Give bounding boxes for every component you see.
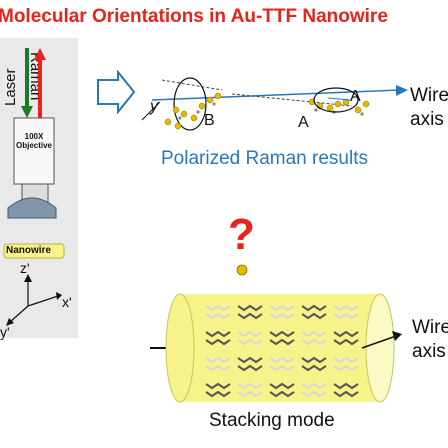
laser-arrow-icon [21, 106, 33, 118]
stacked-molecule [301, 330, 327, 346]
label-ay: A [350, 88, 361, 105]
stacked-molecule [269, 304, 295, 320]
stacked-molecule [237, 356, 263, 372]
stacked-molecule [269, 330, 295, 346]
axis-x-label: x' [62, 294, 72, 310]
stacked-molecule [333, 304, 359, 320]
stacked-molecule [269, 356, 295, 372]
question-mark: ? [228, 210, 255, 259]
nanowire-stacking-drawing [150, 293, 402, 403]
diagram-title: Molecular Orientations in Au-TTF Nanowir… [0, 6, 388, 27]
nanowire-right-cap [365, 293, 395, 403]
results-label: Polarized Raman results [161, 148, 368, 169]
stacked-molecule [333, 382, 359, 398]
axis-z-label: z' [20, 260, 30, 276]
molecule-b-ring [173, 77, 207, 131]
x-axis-arrow-icon [56, 292, 62, 300]
y-axis-arrow-icon [6, 318, 14, 326]
stacked-molecule [301, 356, 327, 372]
setup-optics-drawing [3, 48, 65, 326]
axis-y-label: y' [0, 324, 10, 340]
objective-body [13, 117, 55, 185]
stacked-molecule [333, 356, 359, 372]
question-dot-icon [236, 264, 248, 276]
molecule-a-ring [313, 87, 359, 113]
stacking-mode-caption: Stacking mode [209, 410, 335, 431]
stacked-molecule [205, 382, 231, 398]
label-a: A [298, 114, 309, 131]
wire-axis-label-bottom: Wire axis [412, 317, 448, 362]
wire-axis-right-line [361, 335, 397, 349]
sample-stage [7, 197, 57, 219]
stacked-molecule [205, 356, 231, 372]
stacked-molecule [269, 382, 295, 398]
stacked-molecule [237, 382, 263, 398]
wire-axis-label-top: Wire axis [410, 85, 448, 130]
nanowire-bar [3, 243, 65, 259]
nanowire-label: Nanowire [6, 245, 52, 256]
zoom-arrow-icon [97, 70, 136, 114]
label-y: y [150, 98, 158, 115]
z-axis-arrow-icon [24, 274, 32, 282]
stacked-molecule [237, 304, 263, 320]
stacked-molecule [301, 382, 327, 398]
setup-panel: Laser Raman 100X Objective Nanowire z' x… [0, 38, 78, 340]
molecule-orientation-drawing [141, 77, 408, 131]
wire-axis-right-arrow-icon [392, 331, 402, 341]
stacked-molecule [237, 330, 263, 346]
wire-axis-arrow-icon [396, 85, 408, 96]
objective-label: 100X Objective [15, 132, 52, 150]
stacked-molecules [205, 304, 359, 398]
stacked-molecule [205, 330, 231, 346]
stacked-molecule [333, 330, 359, 346]
raman-arrow-icon [34, 48, 46, 60]
stacked-molecule [205, 304, 231, 320]
wire-axis-line [151, 89, 401, 101]
label-b: B [204, 112, 215, 129]
nanowire-left-cap [165, 293, 195, 403]
molecule-b [164, 92, 222, 130]
stacked-molecule [301, 304, 327, 320]
